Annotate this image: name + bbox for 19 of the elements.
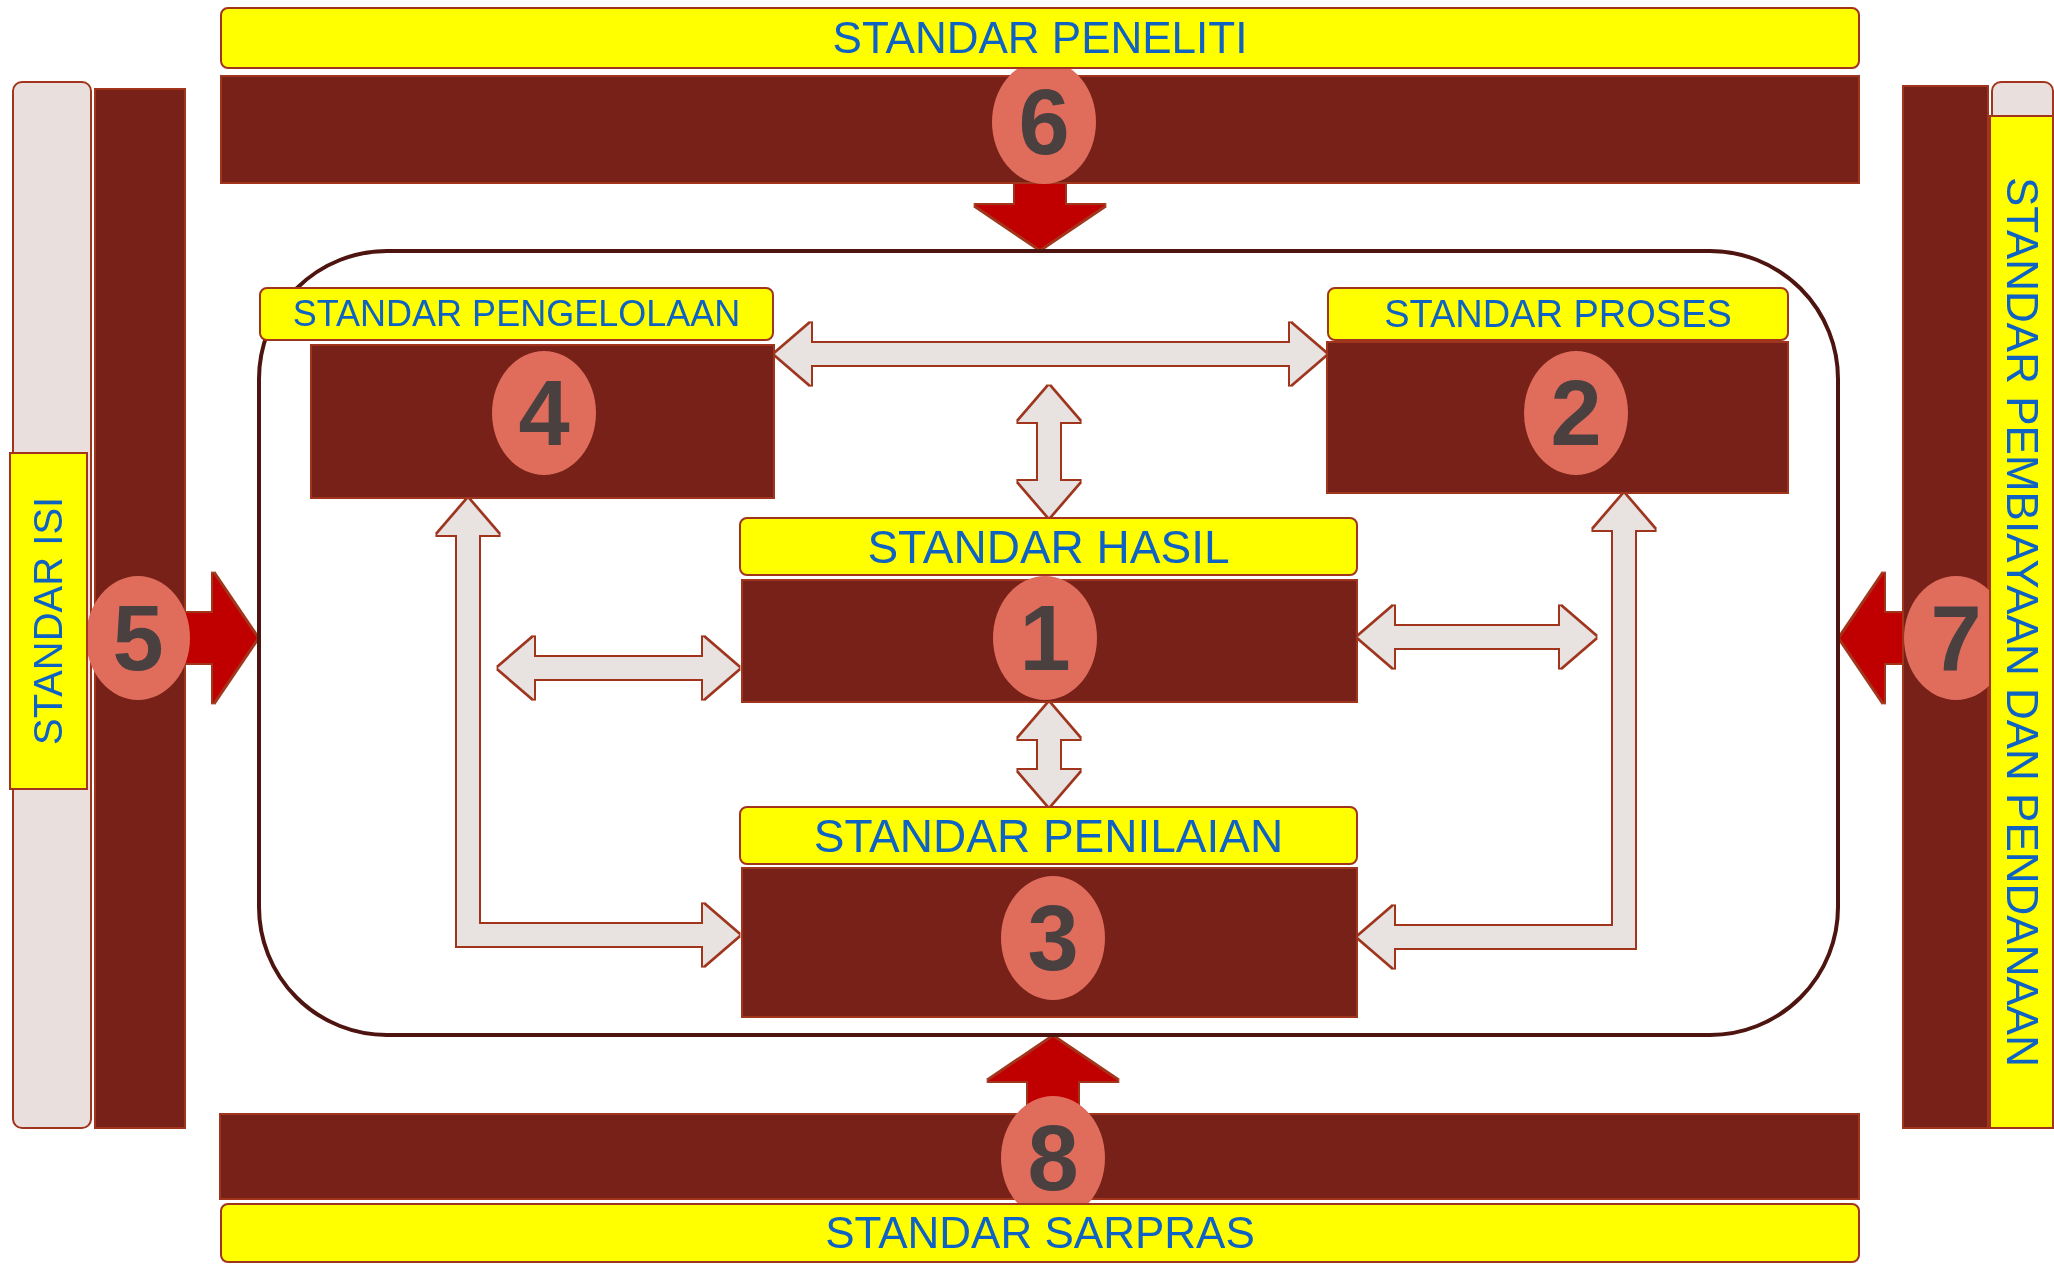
double-arrow (437, 499, 739, 966)
double-arrow (1018, 386, 1080, 517)
double-arrow (498, 637, 739, 699)
title-banner: STANDAR PENGELOLAAN (259, 287, 774, 341)
block-arrow (1840, 573, 1902, 703)
block-arrow (186, 573, 257, 703)
title-banner: STANDAR HASIL (739, 517, 1358, 576)
title-banner: STANDAR ISI (9, 452, 88, 790)
double-arrow (1358, 606, 1596, 668)
container-frame (257, 249, 1840, 1037)
block-arrow (975, 184, 1105, 249)
title-banner: STANDAR SARPRAS (220, 1203, 1860, 1263)
double-arrow (775, 323, 1326, 385)
title-banner: STANDAR PENELITI (220, 7, 1860, 69)
title-banner: STANDAR PENILAIAN (739, 806, 1358, 865)
title-banner: STANDAR PROSES (1327, 287, 1789, 341)
double-arrow (1358, 494, 1655, 968)
title-banner: STANDAR PEMBIAYAAN DAN PENDANAAN (1989, 115, 2054, 1129)
double-arrow (1018, 703, 1080, 806)
